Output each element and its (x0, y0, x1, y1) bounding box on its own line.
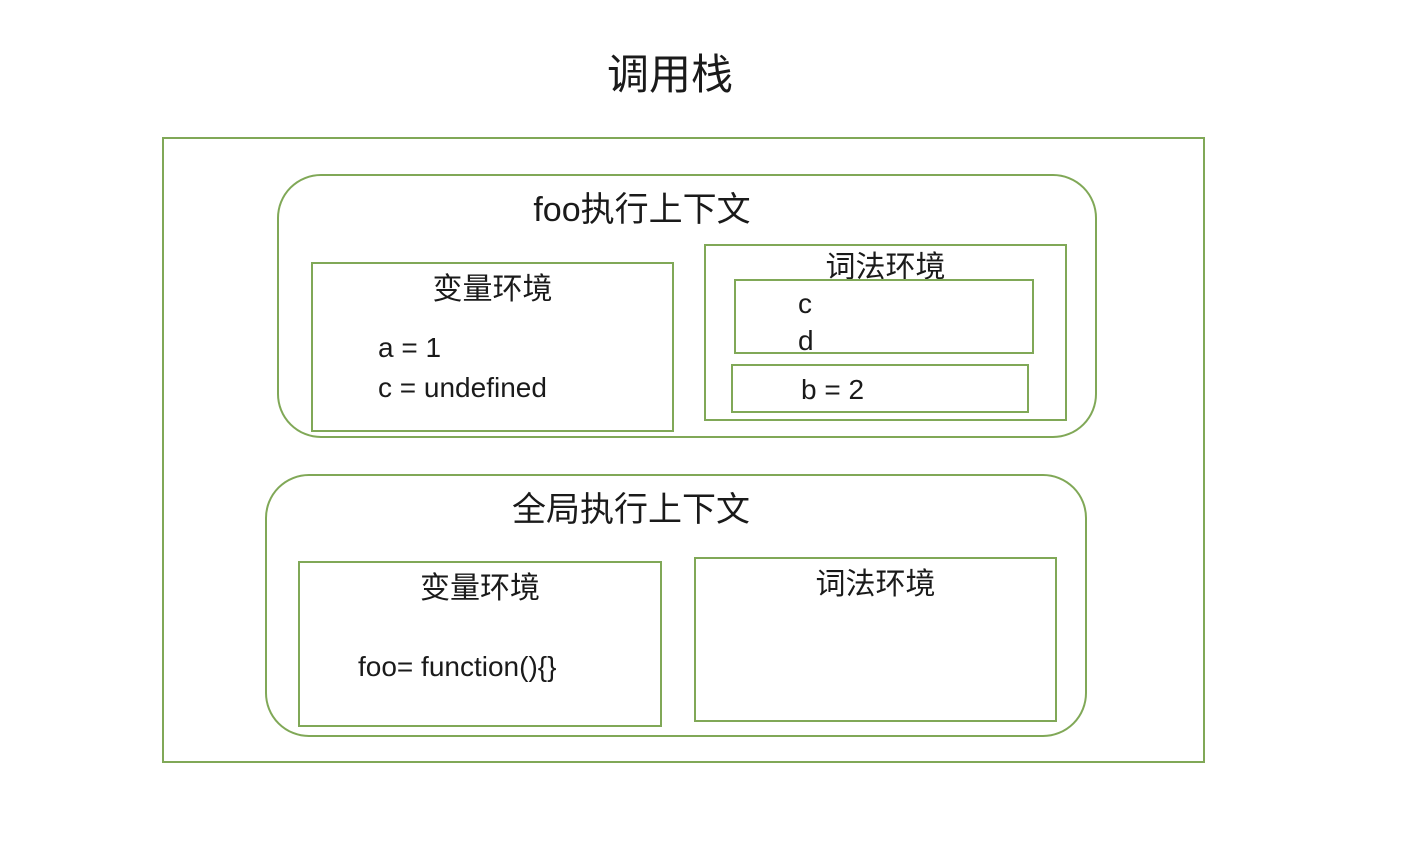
lexical-block-top-entries: c d (798, 285, 814, 359)
variable-entry: foo= function(){} (358, 651, 557, 682)
foo-lexical-environment-box: 词法环境 c d b = 2 (704, 244, 1067, 421)
foo-execution-context: foo执行上下文 变量环境 a = 1 c = undefined 词法环境 c… (277, 174, 1097, 438)
variable-entry: a = 1 (378, 332, 442, 363)
global-variable-environment-label: 变量环境 (420, 572, 540, 605)
variable-entry: c = undefined (378, 372, 547, 403)
lexical-entry: b = 2 (801, 374, 865, 405)
diagram-title: 调用栈 (606, 51, 733, 98)
call-stack-outer-box: foo执行上下文 变量环境 a = 1 c = undefined 词法环境 c… (162, 137, 1205, 763)
lexical-block-bottom: b = 2 (731, 364, 1029, 413)
foo-lexical-environment-label: 词法环境 (825, 251, 946, 284)
foo-variable-environment-entries: a = 1 c = undefined (378, 328, 547, 408)
global-execution-context: 全局执行上下文 变量环境 foo= function(){} 词法环境 (265, 474, 1087, 737)
lexical-entry: c (798, 288, 812, 319)
foo-variable-environment-label: 变量环境 (432, 273, 553, 306)
global-execution-context-label: 全局执行上下文 (512, 491, 750, 529)
foo-variable-environment-box: 变量环境 a = 1 c = undefined (311, 262, 674, 432)
global-lexical-environment-box: 词法环境 (694, 557, 1057, 722)
lexical-entry: d (798, 325, 814, 356)
lexical-block-top: c d (734, 279, 1034, 356)
global-variable-environment-box: 变量环境 foo= function(){} (298, 561, 662, 727)
foo-execution-context-label: foo执行上下文 (533, 191, 751, 229)
global-lexical-environment-label: 词法环境 (815, 568, 936, 601)
